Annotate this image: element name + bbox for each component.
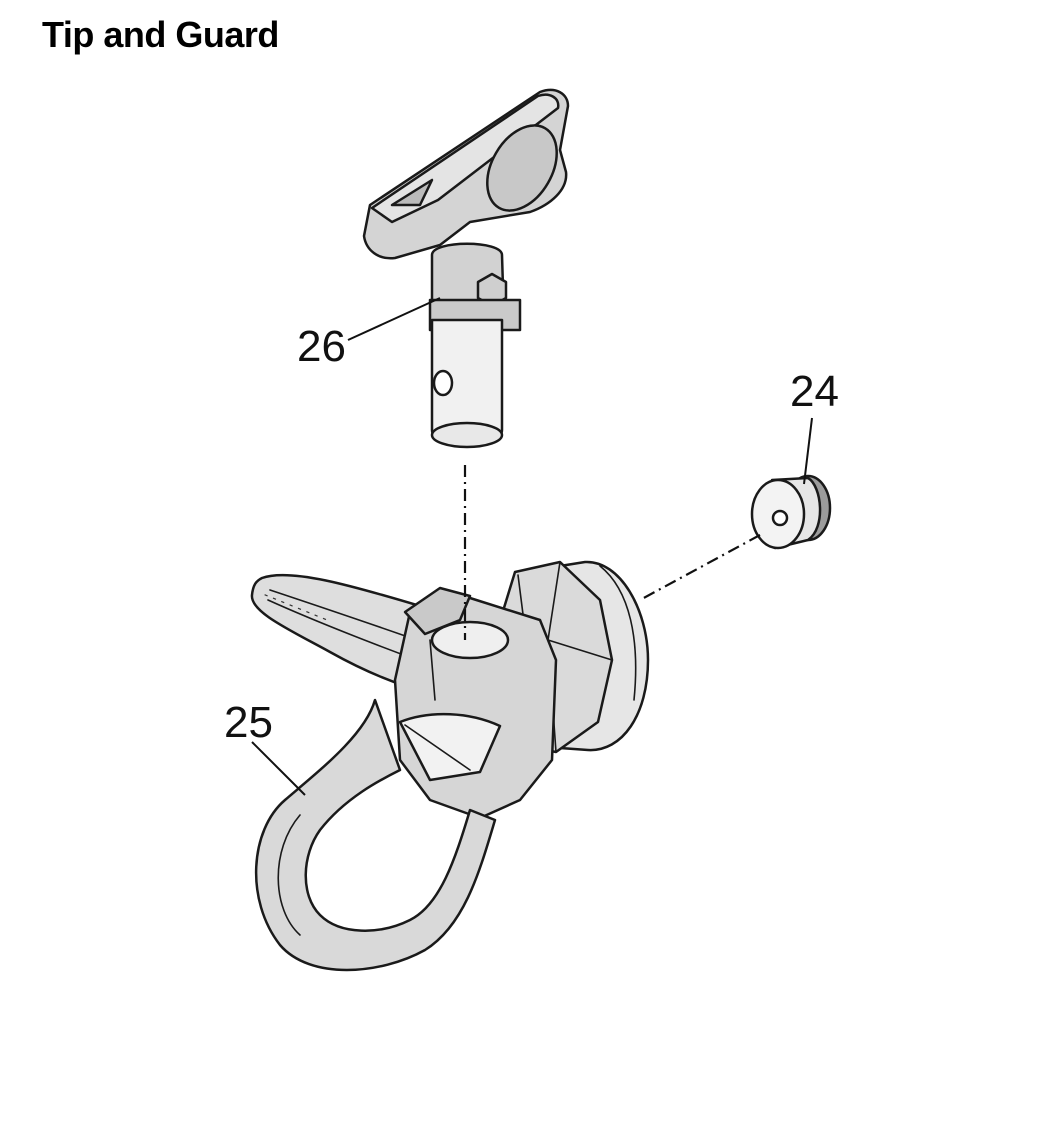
callout-leader-26	[347, 297, 441, 341]
page-title: Tip and Guard	[42, 14, 279, 55]
seat-gasket	[750, 474, 832, 550]
callout-26: 26	[297, 322, 346, 371]
guard-socket	[393, 586, 558, 820]
guard-handle-loop	[255, 698, 497, 972]
callout-25: 25	[224, 698, 273, 747]
callout-24: 24	[790, 367, 839, 416]
callout-leader-24	[803, 417, 813, 485]
reversible-tip	[362, 88, 570, 449]
callout-leader-25	[251, 741, 306, 796]
gasket-assembly-centerline	[639, 534, 761, 601]
